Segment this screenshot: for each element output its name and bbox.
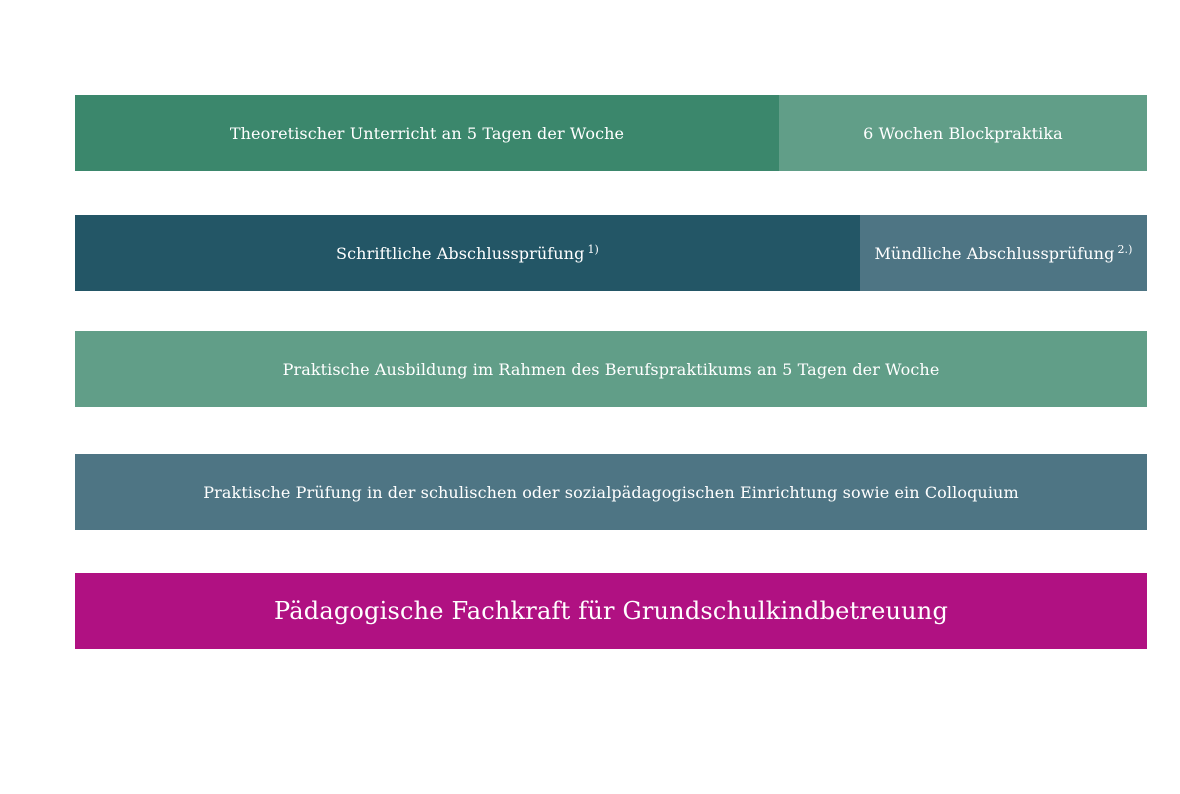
qualification-label: Pädagogische Fachkraft für Grundschulkin… bbox=[273, 597, 949, 625]
written-exam-label: Schriftliche Abschlussprüfung bbox=[336, 243, 585, 263]
theory-block: Theoretischer Unterricht an 5 Tagen der … bbox=[75, 95, 779, 171]
practical-training-block: Praktische Ausbildung im Rahmen des Beru… bbox=[75, 331, 1147, 407]
oral-exam-footnote: 2.) bbox=[1117, 242, 1133, 256]
practical-exam-label: Praktische Prüfung in der schulischen od… bbox=[203, 482, 1019, 502]
block-practice-block: 6 Wochen Blockpraktika bbox=[779, 95, 1147, 171]
qualification-block: Pädagogische Fachkraft für Grundschulkin… bbox=[75, 573, 1147, 649]
theory-label: Theoretischer Unterricht an 5 Tagen der … bbox=[229, 123, 625, 143]
practical-training-label: Praktische Ausbildung im Rahmen des Beru… bbox=[282, 359, 940, 379]
written-exam-block: Schriftliche Abschlussprüfung 1) bbox=[75, 215, 860, 291]
oral-exam-label: Mündliche Abschlussprüfung bbox=[874, 243, 1115, 263]
practical-exam-block: Praktische Prüfung in der schulischen od… bbox=[75, 454, 1147, 530]
oral-exam-block: Mündliche Abschlussprüfung 2.) bbox=[860, 215, 1147, 291]
written-exam-footnote: 1) bbox=[587, 242, 599, 256]
block-practice-label: 6 Wochen Blockpraktika bbox=[863, 123, 1063, 143]
